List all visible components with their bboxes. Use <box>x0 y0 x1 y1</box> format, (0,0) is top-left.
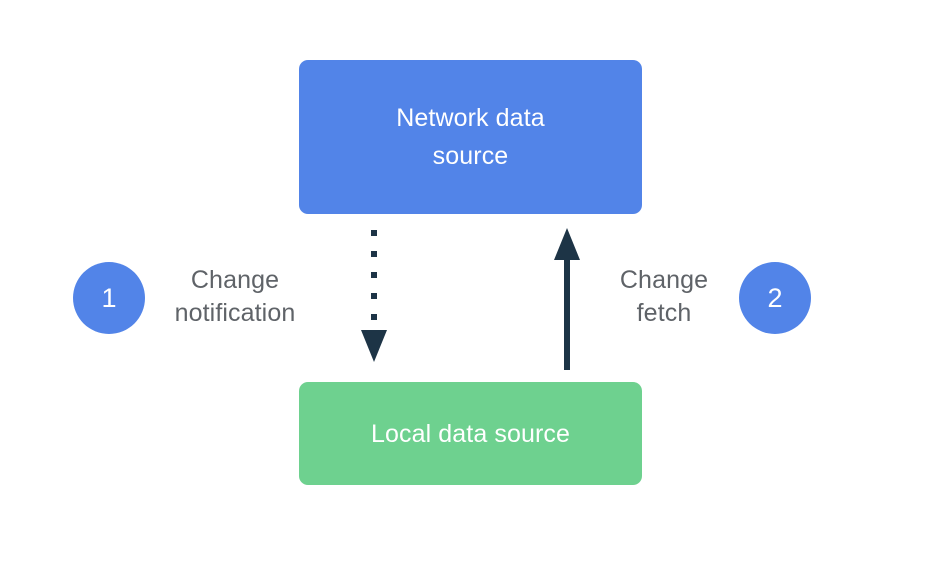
arrow-change-fetch-up-icon <box>554 228 580 370</box>
step-badge-1[interactable]: 1 <box>73 262 145 334</box>
edge-caption-change-fetch: Change fetch <box>619 266 709 327</box>
step-badge-2[interactable]: 2 <box>739 262 811 334</box>
edge-caption-change-notification: Change notification <box>174 266 296 327</box>
step-badge-1-number: 1 <box>101 282 117 313</box>
step-badge-2-number: 2 <box>767 282 783 313</box>
arrow-change-notification-down-icon <box>361 230 387 362</box>
node-local-data-source-label: Local data source <box>370 419 571 448</box>
node-network-data-source[interactable]: Network data source <box>299 60 642 214</box>
node-network-data-source-label: Network data source <box>396 104 545 170</box>
node-local-data-source[interactable]: Local data source <box>299 382 642 485</box>
